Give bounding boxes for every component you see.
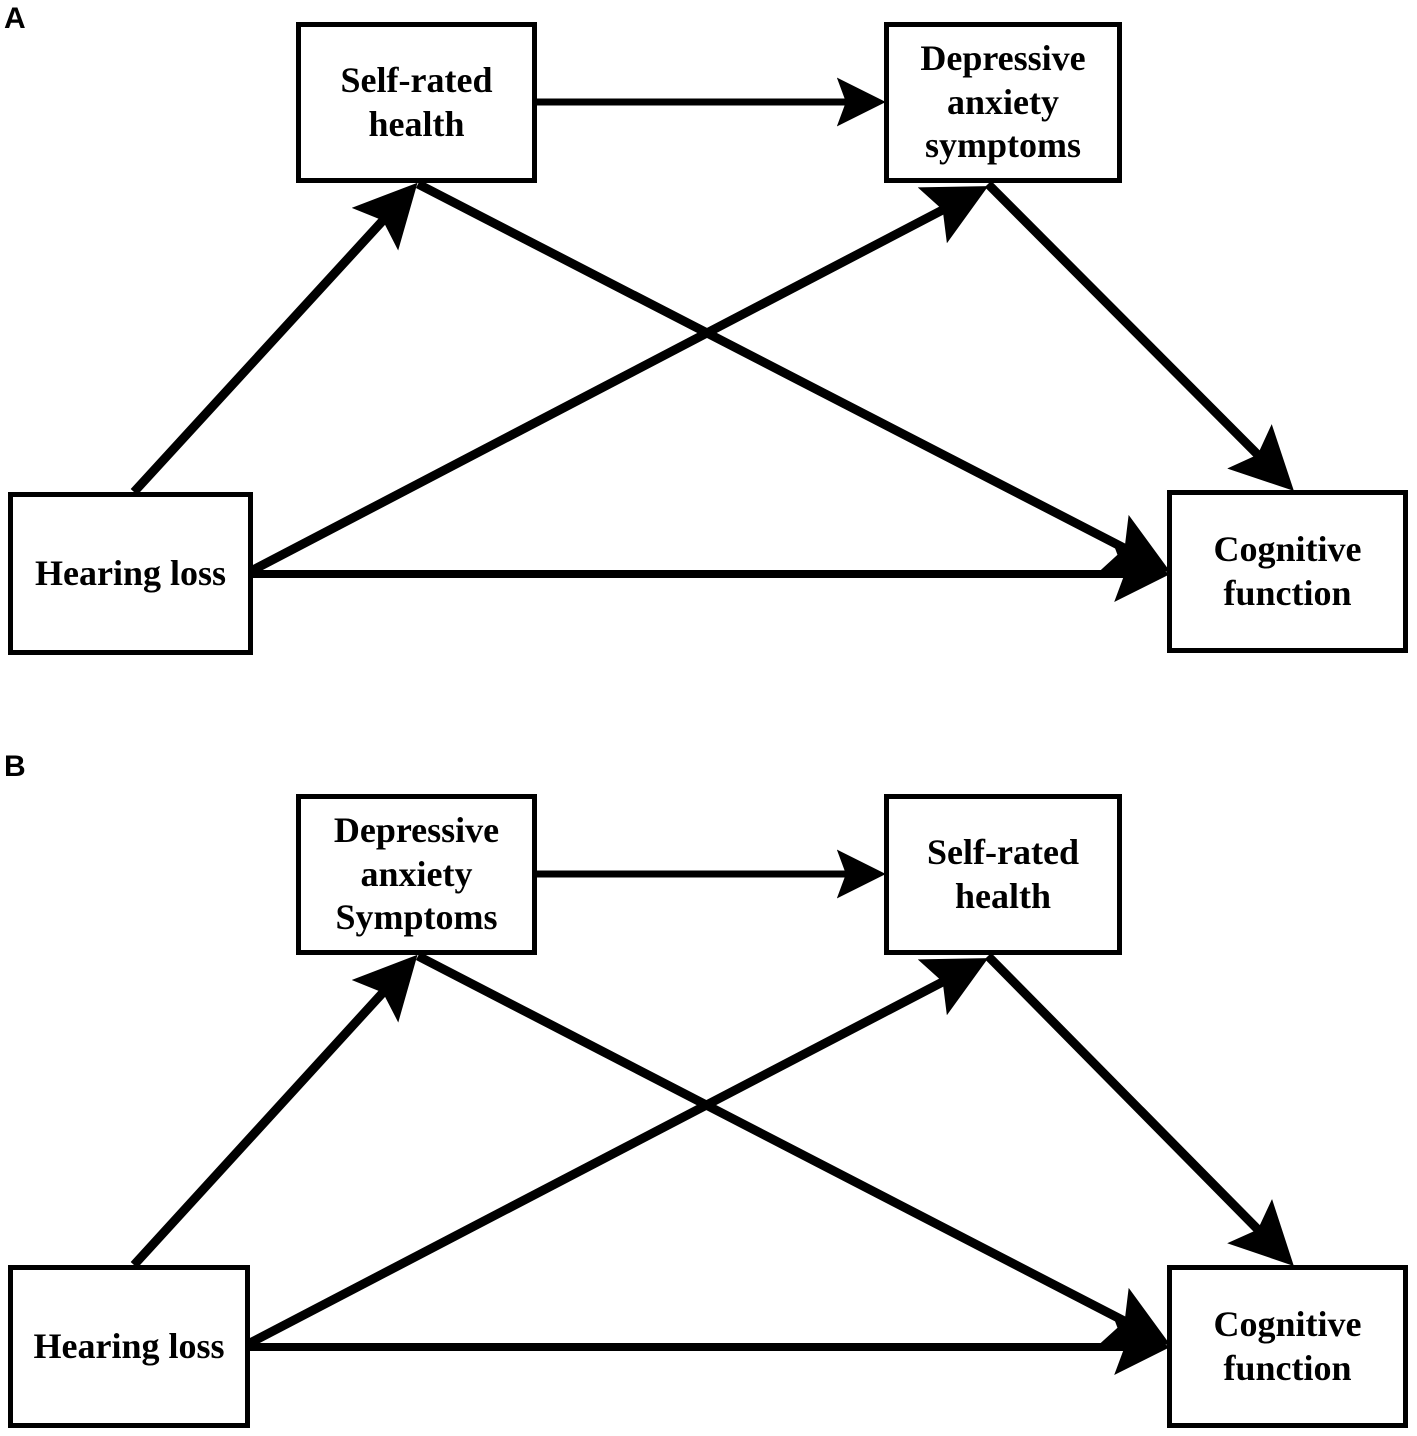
node-a-depressive-anxiety-symptoms-label: Depressive anxiety symptoms (920, 37, 1086, 166)
node-a-self-rated-health-label: Self-rated health (340, 59, 493, 144)
node-b-self-rated-health-label: Self-rated health (927, 831, 1079, 916)
edge-b-hl-to-srh (247, 958, 989, 1347)
edge-a-hl-to-srh (130, 182, 418, 496)
node-b-cognitive-function-label: Cognitive function (1213, 1303, 1362, 1388)
edge-a-hl-to-das (250, 186, 989, 574)
node-a-cognitive-function-label: Cognitive function (1213, 528, 1362, 613)
edge-a-das-to-cog (984, 180, 1294, 491)
node-a-depressive-anxiety-symptoms[interactable]: Depressive anxiety symptoms (884, 22, 1122, 183)
edge-b-srh-to-cog (984, 952, 1294, 1266)
node-a-hearing-loss[interactable]: Hearing loss (8, 492, 253, 655)
node-b-depressive-anxiety-symptoms[interactable]: Depressive anxiety Symptoms (296, 794, 537, 955)
edge-a-srh-to-cog (415, 180, 1171, 572)
node-a-self-rated-health[interactable]: Self-rated health (296, 22, 537, 183)
panel-b-letter: B (4, 750, 26, 783)
node-b-cognitive-function[interactable]: Cognitive function (1167, 1265, 1408, 1428)
node-b-self-rated-health[interactable]: Self-rated health (884, 794, 1122, 955)
edge-b-hl-to-das (130, 954, 418, 1269)
panel-a-letter: A (4, 2, 26, 35)
edge-b-das-to-cog (415, 952, 1171, 1345)
node-a-cognitive-function[interactable]: Cognitive function (1167, 490, 1408, 653)
node-b-hearing-loss-label: Hearing loss (33, 1325, 225, 1366)
node-b-hearing-loss[interactable]: Hearing loss (8, 1265, 250, 1428)
node-b-depressive-anxiety-symptoms-label: Depressive anxiety Symptoms (333, 809, 500, 938)
node-a-hearing-loss-label: Hearing loss (34, 552, 226, 593)
